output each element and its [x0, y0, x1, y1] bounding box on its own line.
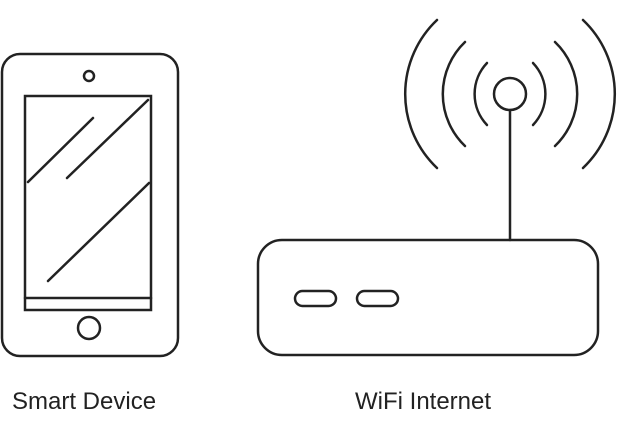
- phone-camera: [82, 69, 96, 83]
- signal-wave-right-inner: [531, 61, 547, 127]
- phone-body: [0, 52, 180, 358]
- signal-wave-left-inner: [473, 61, 489, 127]
- router-led-1: [293, 289, 338, 308]
- screen-glare-line-2: [65, 98, 150, 180]
- signal-wave-left-middle: [441, 40, 467, 148]
- wifi-router-icon: [256, 18, 617, 357]
- wifi-internet-label: WiFi Internet: [355, 388, 492, 415]
- phone-home-button: [76, 315, 102, 341]
- signal-wave-left-outer: [403, 18, 439, 170]
- router-led-2: [355, 289, 400, 308]
- router-antenna-tip: [492, 76, 528, 112]
- screen-glare-line-1: [26, 116, 95, 184]
- smart-device-label: Smart Device: [12, 388, 157, 415]
- signal-wave-right-middle: [553, 40, 579, 148]
- signal-wave-right-outer: [581, 18, 617, 170]
- router-body: [256, 238, 600, 357]
- phone-screen: [23, 94, 153, 312]
- smartphone-icon: [0, 52, 180, 358]
- screen-glare-line-3: [46, 181, 151, 283]
